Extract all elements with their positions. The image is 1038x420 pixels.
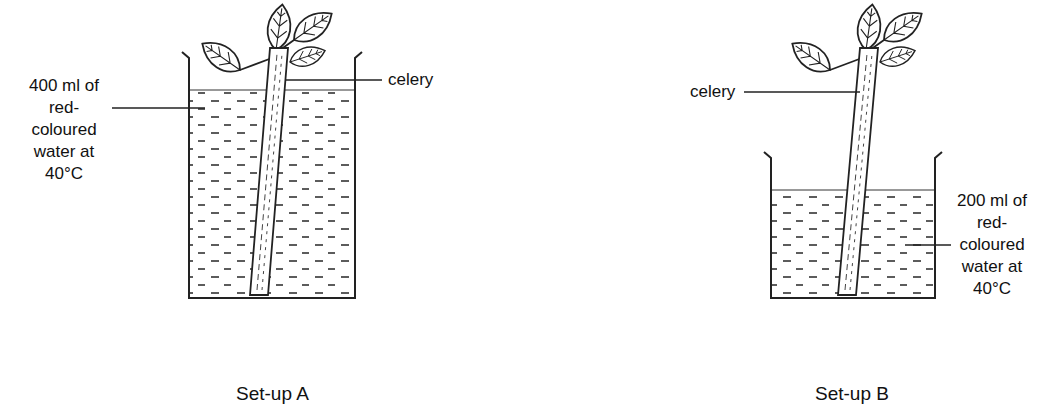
setup-caption: Set-up A: [236, 383, 309, 405]
water-label: 200 ml of red- coloured water at 40°C: [948, 190, 1036, 300]
water-label: 400 ml of red- coloured water at 40°C: [18, 75, 110, 185]
celery-b: [786, 3, 928, 295]
part-label: celery: [690, 81, 735, 103]
leader-line: [286, 79, 382, 80]
part-label: celery: [388, 69, 433, 91]
leader-line: [112, 107, 205, 108]
setup-caption: Set-up B: [815, 383, 889, 405]
leader-line: [905, 244, 951, 245]
celery-a: [196, 3, 338, 295]
leader-line: [744, 91, 860, 92]
